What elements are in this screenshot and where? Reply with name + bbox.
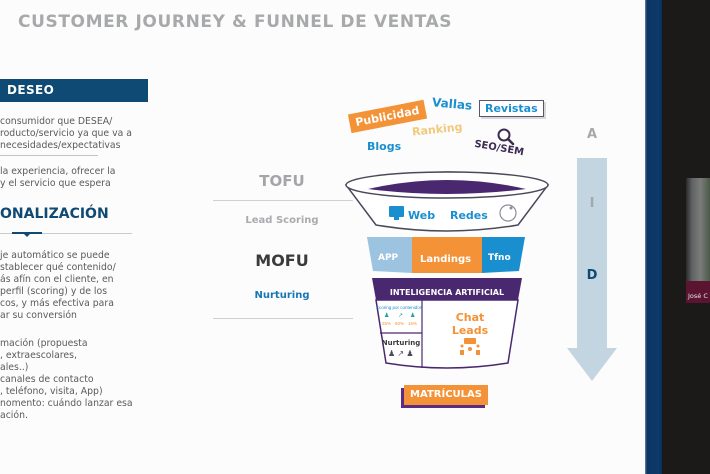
aida-arrow-head [567, 348, 617, 381]
funnel-app-segment [367, 237, 412, 273]
funnel-nurturing: Nurturing [382, 339, 420, 347]
chart-icon: ↗ [398, 313, 403, 319]
text-line: cos, y más efectiva para [0, 298, 114, 309]
bullets-text: mación (propuesta , extraescolares, ales… [0, 338, 133, 422]
sales-funnel: Web Redes APP Landings Tfno INTELIGENCIA… [344, 171, 550, 369]
chat-label: Chat [456, 311, 485, 324]
channel-revistas: Revistas [479, 100, 544, 117]
funnel-tfno: Tfno [488, 253, 511, 263]
stage-lead-scoring: Lead Scoring [245, 215, 319, 226]
text-line: mación (propuesta [0, 338, 88, 349]
leads-label: Leads [452, 324, 489, 337]
stage-tofu: TOFU [259, 172, 305, 190]
funnel-tfno-segment [482, 237, 525, 273]
video-figure [686, 281, 710, 303]
nurturing-icons: ♟ ↗ ♟ [388, 349, 414, 358]
scoring-value: 15% [408, 321, 417, 326]
text-line: roducto/servicio ya que va a [0, 128, 132, 139]
personalizacion-text: je automático se puede stablecer qué con… [0, 250, 116, 322]
stage-divider [213, 318, 353, 319]
stage-divider [213, 200, 353, 201]
text-line: necesidades/expectativas [0, 140, 121, 151]
experiencia-text: la experiencia, ofrecer la y el servicio… [0, 166, 115, 190]
text-line: , extraescolares, [0, 350, 77, 361]
ai-heading-bar [372, 278, 522, 300]
stage-nurturing: Nurturing [254, 290, 310, 301]
text-line: consumidor que DESEA/ [0, 116, 113, 127]
text-line: perfil (scoring) y de los [0, 286, 108, 297]
text-line: ación. [0, 410, 28, 421]
text-line: y el servicio que espera [0, 178, 111, 189]
aida-attention: A [586, 127, 598, 142]
ai-heading: INTELIGENCIA ARTIFICIAL [390, 288, 504, 297]
aida-interest: I [589, 196, 595, 211]
heading-underline [0, 233, 132, 234]
slide-border-strip [645, 0, 662, 474]
scoring-value: 25% [382, 321, 391, 326]
presentation-slide: CUSTOMER JOURNEY & FUNNEL DE VENTAS DESE… [0, 12, 617, 422]
stage-mofu: MOFU [255, 251, 309, 270]
slide-title: CUSTOMER JOURNEY & FUNNEL DE VENTAS [18, 12, 453, 32]
divider [0, 155, 98, 156]
heading-underline-accent [12, 232, 42, 234]
matriculas-box: MATRÍCULAS [404, 385, 488, 405]
magnifier-icon [497, 128, 515, 146]
text-line: ás afín con el cliente, en [0, 274, 114, 285]
ai-body [375, 299, 519, 369]
heading-underline-notch [24, 234, 30, 237]
funnel-web: Web [408, 209, 435, 222]
scoring-value: 50% [395, 321, 404, 326]
text-line: nomento: cuándo lanzar esa [0, 398, 133, 409]
text-line: la experiencia, ofrecer la [0, 166, 116, 177]
person-icon: ♟ [410, 312, 415, 319]
funnel-app: APP [378, 253, 399, 263]
text-line: ales..) [0, 362, 29, 373]
participant-name: José C [688, 292, 708, 300]
aida-arrow-shaft [577, 158, 607, 348]
person-icon: ♟ [384, 312, 389, 319]
channel-blogs: Blogs [367, 140, 402, 153]
social-icon [499, 204, 517, 222]
monitor-icon [389, 206, 404, 217]
funnel-landings-segment [412, 237, 482, 273]
text-line: je automático se puede [0, 250, 110, 261]
chat-group-icon [460, 338, 480, 355]
text-line: , teléfono, visita, App) [0, 386, 103, 397]
text-line: stablecer qué contenido/ [0, 262, 116, 273]
funnel-opening [368, 180, 526, 194]
aida-desire: D [586, 268, 598, 283]
participant-video[interactable] [686, 178, 710, 303]
funnel-landings: Landings [420, 254, 471, 265]
channel-vallas: Vallas [431, 95, 473, 113]
deseo-text: consumidor que DESEA/ roducto/servicio y… [0, 116, 132, 152]
deseo-heading: DESEO [7, 83, 55, 97]
scoring-label: Scoring por contenidos [376, 305, 423, 310]
personalizacion-heading: ONALIZACIÓN [0, 206, 109, 222]
deseo-heading-bar: DESEO [0, 79, 148, 102]
channel-ranking: Ranking [411, 120, 464, 139]
text-line: ar su conversión [0, 310, 77, 321]
funnel-redes: Redes [450, 209, 488, 222]
text-line: canales de contacto [0, 374, 94, 385]
